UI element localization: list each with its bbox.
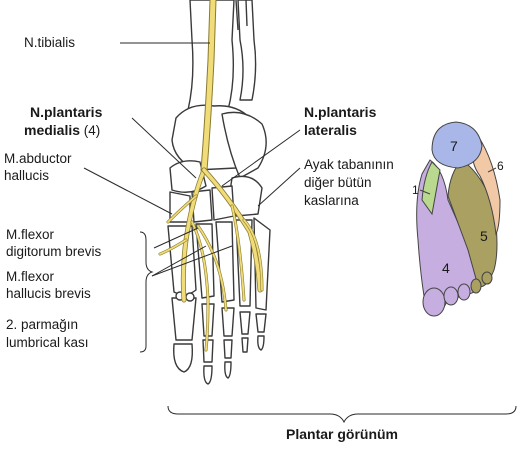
sole-number-4: 4 bbox=[442, 260, 450, 276]
sole-number-7: 7 bbox=[450, 138, 458, 154]
label-lumbrical-1: 2. parmağın bbox=[6, 317, 79, 332]
leader-abductor bbox=[83, 167, 173, 215]
toe-3-phalanges bbox=[221, 307, 235, 379]
label-lumbrical-2: lumbrical kası bbox=[6, 335, 89, 350]
label-abductor-2: hallucis bbox=[4, 168, 50, 183]
foot-skeleton bbox=[167, 0, 271, 385]
sole-region-6 bbox=[472, 134, 501, 236]
sole-map bbox=[416, 121, 501, 317]
metatarsal-4 bbox=[235, 219, 253, 307]
label-flexor-hallucis-1: M.flexor bbox=[6, 269, 55, 284]
toe-4-phalanges bbox=[239, 311, 251, 353]
sole-number-5: 5 bbox=[480, 228, 488, 244]
label-plantaris-lateralis-2: lateralis bbox=[304, 122, 357, 138]
bracket-left bbox=[139, 231, 154, 353]
label-flexor-hallucis-2: hallucis brevis bbox=[6, 286, 91, 301]
label-other-muscles-3: kaslarına bbox=[304, 193, 359, 208]
label-other-muscles-2: diğer bütün bbox=[304, 175, 372, 190]
calcaneus-bone bbox=[221, 111, 267, 179]
hallux-distal bbox=[173, 343, 194, 373]
fibula-bone bbox=[237, 0, 257, 101]
label-abductor-1: M.abductor bbox=[4, 151, 72, 166]
leader-lines bbox=[83, 42, 517, 424]
leader-lateralis bbox=[221, 129, 301, 187]
sole-region-1 bbox=[421, 161, 441, 216]
sole-region-7 bbox=[431, 121, 483, 169]
leader-medialis bbox=[131, 117, 197, 179]
leader-flexor-hallucis bbox=[151, 245, 207, 277]
label-plantaris-medialis-number: (4) bbox=[83, 123, 101, 138]
toe-5-phalanges bbox=[255, 313, 267, 351]
label-tibialis: N.tibialis bbox=[24, 35, 76, 50]
label-plantaris-medialis-1: N.plantaris bbox=[30, 104, 103, 120]
nerve-tree bbox=[158, 0, 264, 352]
hallux-proximal bbox=[171, 297, 197, 341]
sole-number-6: 6 bbox=[497, 159, 504, 173]
label-flexor-digitorum-2: digitorum brevis bbox=[6, 244, 102, 259]
caption: Plantar görünüm bbox=[286, 426, 399, 442]
leader-other-muscles bbox=[257, 167, 301, 207]
leader-flexor-digitorum bbox=[153, 227, 199, 249]
label-plantaris-medialis-2: medialis (4) bbox=[24, 122, 100, 139]
leader-lumbrical bbox=[151, 245, 233, 277]
bracket-bottom bbox=[167, 405, 517, 424]
label-other-muscles-1: Ayak tabanının bbox=[304, 157, 394, 172]
label-flexor-digitorum-1: M.flexor bbox=[6, 227, 55, 242]
sole-number-1: 1 bbox=[412, 183, 419, 197]
label-plantaris-lateralis-1: N.plantaris bbox=[304, 104, 377, 120]
label-plantaris-medialis-text: medialis bbox=[24, 122, 81, 138]
